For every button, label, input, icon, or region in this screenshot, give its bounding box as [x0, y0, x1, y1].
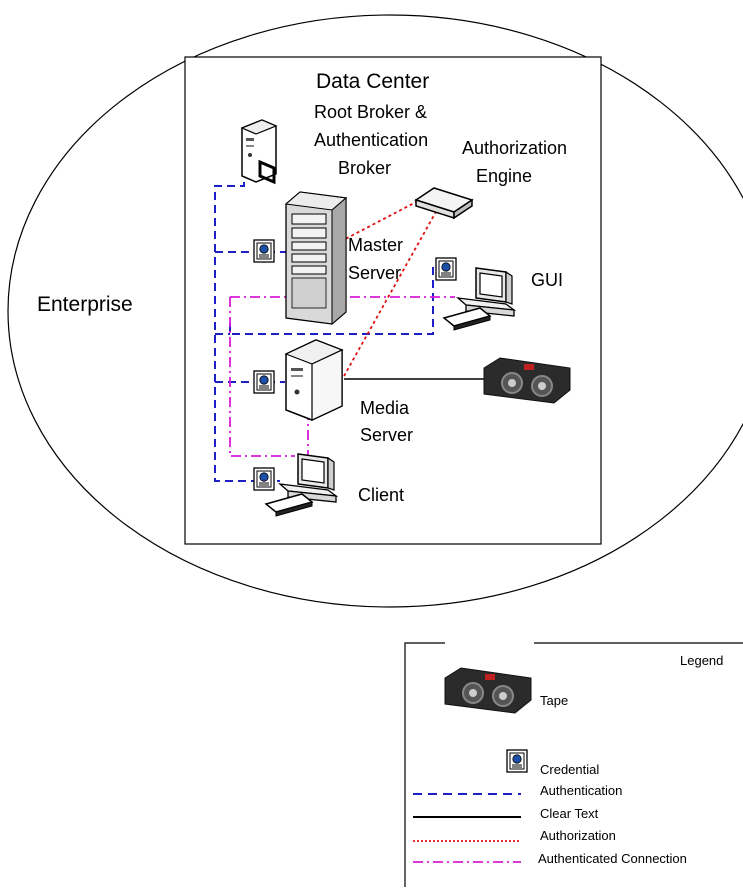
enterprise-label: Enterprise: [37, 293, 133, 316]
client-label: Client: [358, 485, 404, 505]
legend-tape-icon: [444, 667, 532, 714]
legend-authenticated-connection-label: Authenticated Connection: [538, 851, 687, 866]
authorization-engine-label: Authorization Engine: [462, 138, 572, 186]
legend: Legend Tape Credential Authentication Cl…: [404, 642, 743, 887]
gui-label: GUI: [531, 270, 563, 290]
legend-clear-text-label: Clear Text: [540, 806, 599, 821]
credential-icon: [253, 370, 275, 394]
enterprise-boundary: [7, 14, 743, 608]
credential-icon: [253, 239, 275, 263]
master-server-label: Master Server: [348, 235, 408, 283]
authorization-lines: [329, 200, 438, 377]
root-broker-server-icon: [240, 119, 278, 185]
legend-credential-label: Credential: [540, 762, 599, 777]
legend-authentication-label: Authentication: [540, 783, 622, 798]
master-server-icon: [284, 191, 348, 326]
root-broker-label: Root Broker & Authentication Broker: [314, 102, 433, 178]
legend-credential-icon: [506, 749, 528, 773]
media-server-icon: [284, 339, 344, 421]
legend-title: Legend: [680, 653, 723, 668]
credential-icon: [253, 467, 275, 491]
credential-icon: [435, 257, 457, 281]
authorization-engine-icon: [414, 187, 474, 220]
media-server-label: Media Server: [360, 398, 414, 445]
data-center-label: Data Center: [316, 70, 429, 93]
legend-tape-label: Tape: [540, 693, 568, 708]
legend-authorization-label: Authorization: [540, 828, 616, 843]
